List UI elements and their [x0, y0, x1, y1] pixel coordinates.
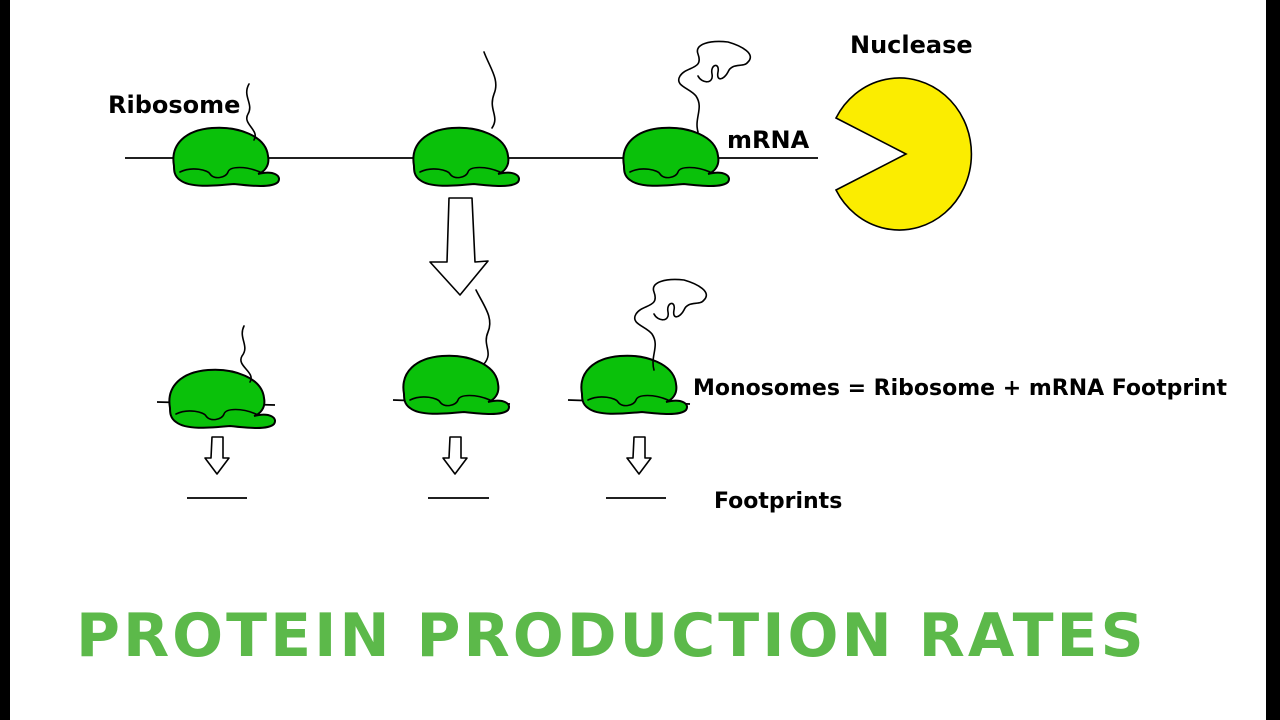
peptide-chain-3	[240, 325, 252, 383]
ribosome-3	[622, 126, 731, 187]
monosome-2	[402, 354, 511, 415]
nuclease-label: Nuclease	[850, 31, 973, 59]
folded-protein-2	[633, 278, 708, 371]
small-down-arrow-icon-1	[204, 436, 230, 475]
slide-title: PROTEIN PRODUCTION RATES	[76, 601, 1147, 671]
ribosome-label: Ribosome	[108, 91, 240, 119]
nuclease-icon	[834, 77, 973, 231]
peptide-chain-4	[475, 289, 491, 365]
ribosome-2	[412, 126, 521, 187]
monosome-1	[168, 368, 277, 429]
diagram: Ribosome mRNA Nuclease Monosom	[108, 31, 1227, 514]
folded-protein-1	[677, 40, 752, 133]
monosome-3	[580, 354, 689, 415]
footprints-label: Footprints	[714, 489, 842, 514]
mrna-label: mRNA	[727, 126, 810, 154]
down-arrow-icon	[429, 197, 489, 296]
peptide-chain-2	[483, 51, 497, 129]
peptide-chain-1	[245, 83, 257, 141]
small-down-arrow-icon-3	[626, 436, 652, 475]
ribosome-1	[172, 126, 281, 187]
small-down-arrow-icon-2	[442, 436, 468, 475]
monosomes-label: Monosomes = Ribosome + mRNA Footprint	[693, 376, 1227, 401]
slide-canvas: Ribosome mRNA Nuclease Monosom	[10, 0, 1266, 720]
